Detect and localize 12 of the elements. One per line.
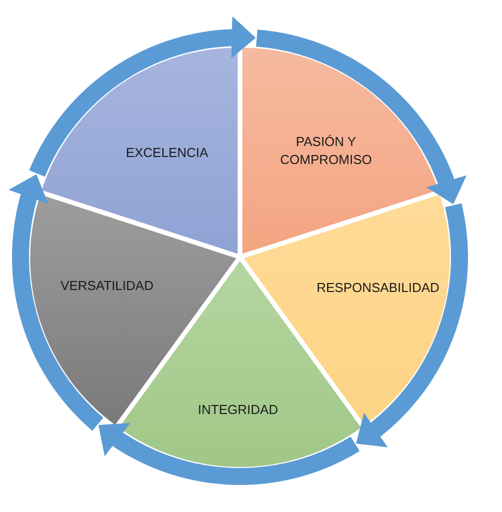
curved-arrow xyxy=(29,17,256,178)
segment-label: PASIÓN Y COMPROMISO xyxy=(279,133,373,169)
pie-segment xyxy=(41,47,238,254)
segment-label: EXCELENCIA xyxy=(126,144,208,162)
curved-arrow xyxy=(98,422,360,485)
curved-arrow xyxy=(356,204,468,446)
segment-label: INTEGRIDAD xyxy=(198,401,278,419)
pie-segment xyxy=(242,47,439,254)
curved-arrow xyxy=(9,174,104,430)
segment-label: VERSATILIDAD xyxy=(60,277,154,295)
segment-label: RESPONSABILIDAD xyxy=(316,279,440,297)
curved-arrow xyxy=(256,30,466,204)
